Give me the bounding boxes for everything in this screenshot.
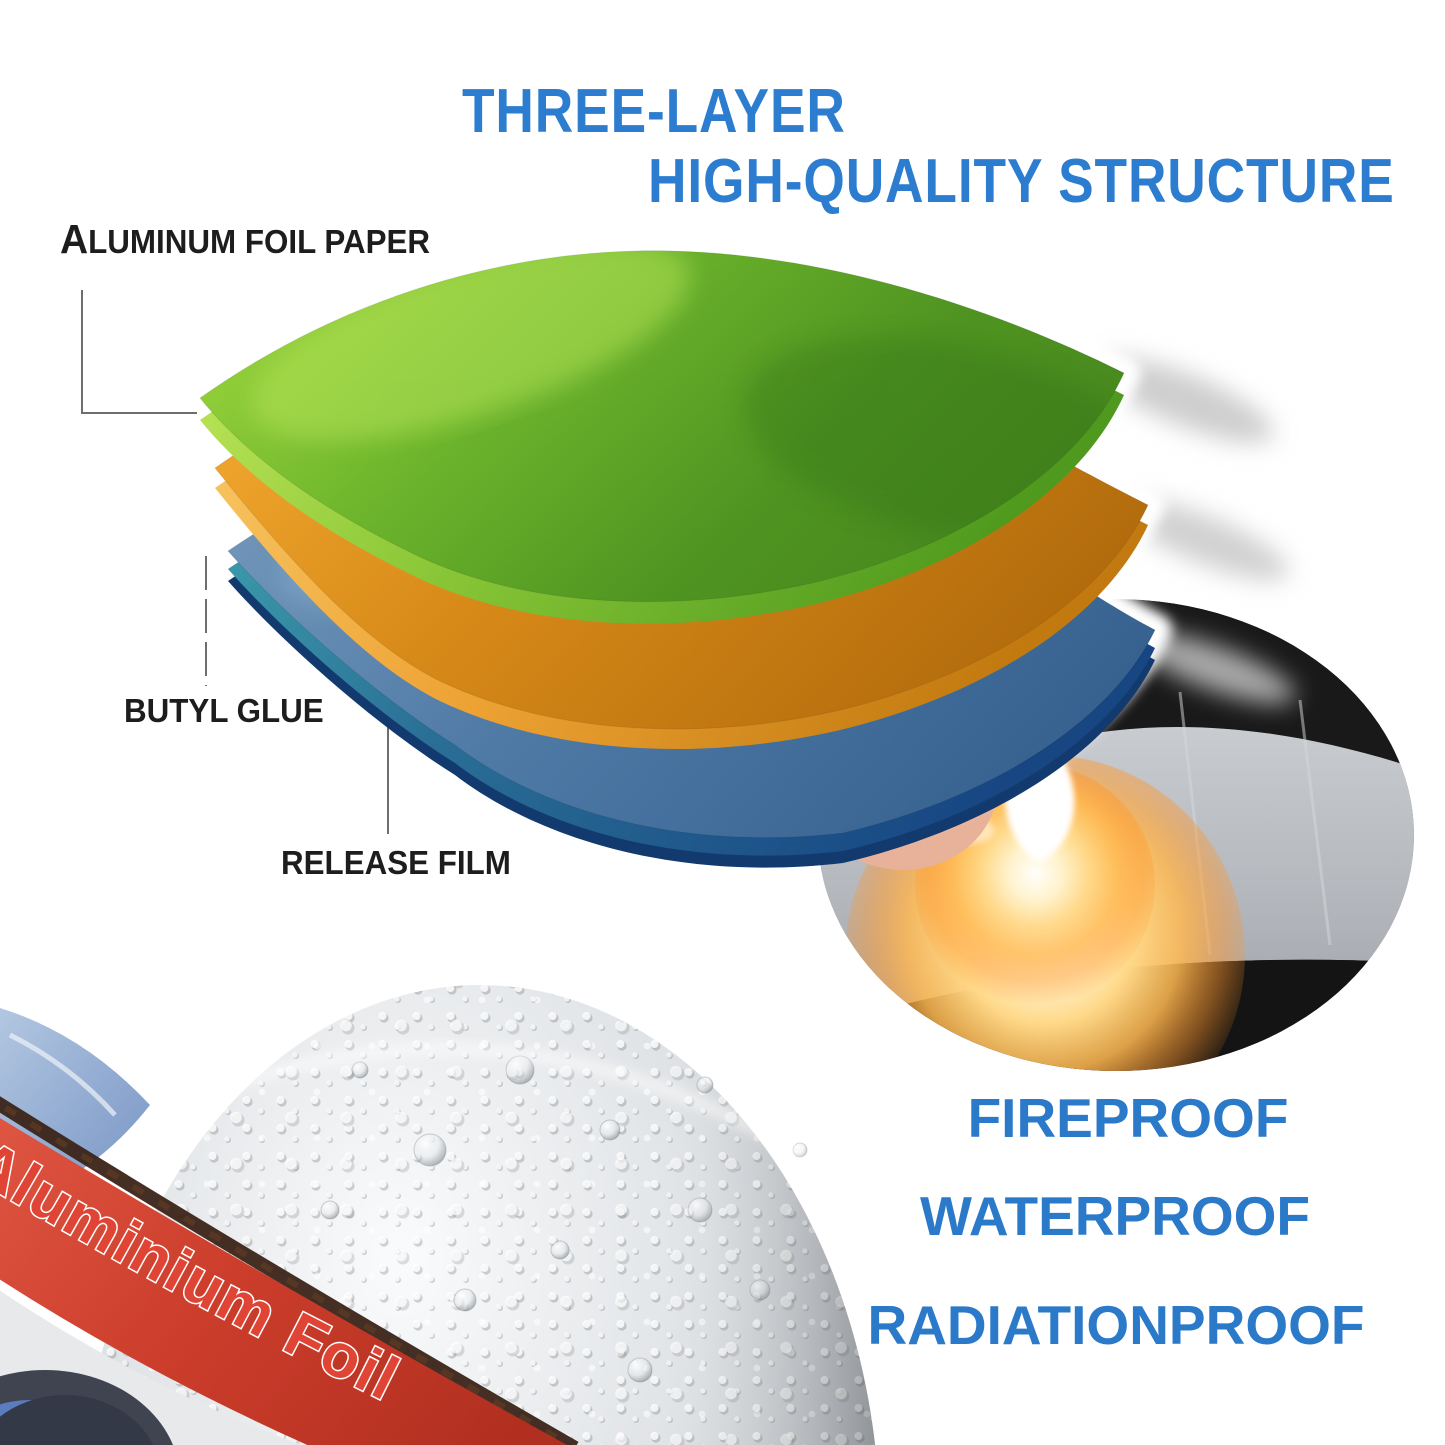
title-line-1: THREE-LAYER — [462, 77, 846, 146]
tape-roll-photo: Aluminium Foil — [0, 985, 876, 1445]
feature-radiationproof: RADIATIONPROOF — [867, 1294, 1365, 1356]
callout-butyl-glue: BUTYL GLUE — [124, 692, 324, 729]
aluminum-foil-layer — [199, 250, 1125, 624]
feature-fireproof: FIREPROOF — [967, 1087, 1289, 1149]
leader-aluminum — [81, 290, 197, 414]
title-line-2: HIGH-QUALITY STRUCTURE — [648, 147, 1395, 216]
roll-label-band — [0, 1118, 567, 1445]
roll-adhesive-edge — [0, 1096, 579, 1445]
feature-waterproof: WATERPROOF — [919, 1185, 1311, 1247]
callout-release-film: RELEASE FILM — [281, 844, 511, 881]
drum-rim-light — [148, 1044, 813, 1164]
layer-shadows — [1096, 357, 1296, 704]
callout-aluminum-foil-paper: ALUMINUM FOIL PAPER — [60, 216, 431, 262]
